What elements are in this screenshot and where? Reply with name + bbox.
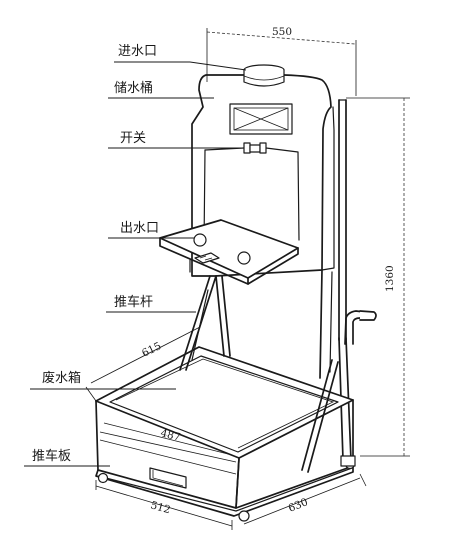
outlet-shelf	[159, 219, 299, 285]
dim-512: 512	[95, 480, 233, 530]
label-water-outlet: 出水口	[120, 221, 159, 236]
callout-push-board: 推车板	[24, 448, 110, 467]
label-water-tank: 储水桶	[114, 81, 153, 96]
callout-water-outlet: 出水口	[108, 221, 194, 239]
dim-label-1360: 1360	[384, 265, 396, 292]
callout-waste-box: 废水箱	[30, 370, 176, 390]
label-switch: 开关	[120, 131, 146, 146]
wheels	[97, 455, 356, 522]
tank-window	[229, 103, 293, 135]
push-handle	[338, 99, 377, 461]
waste-box-lid-inner	[109, 355, 339, 453]
dim-label-550: 550	[272, 26, 292, 38]
waste-box-side	[235, 399, 354, 509]
dim-label-487: 487	[159, 427, 181, 443]
callout-switch: 开关	[108, 131, 244, 149]
dim-1360: 1360	[346, 97, 410, 457]
dim-487: 487	[103, 422, 233, 456]
tank-back-plate	[191, 74, 332, 277]
dim-label-615: 615	[140, 340, 163, 360]
waste-box-rim	[115, 358, 335, 449]
label-push-board: 推车板	[32, 448, 71, 464]
water-inlet-cap	[243, 64, 285, 87]
label-waste-box: 废水箱	[42, 370, 81, 386]
push-board-slot	[149, 467, 187, 489]
callout-water-tank: 储水桶	[108, 81, 214, 99]
dim-550: 550	[206, 26, 357, 96]
dim-label-630: 630	[287, 496, 310, 515]
dim-label-512: 512	[149, 499, 172, 516]
label-push-rod: 推车杆	[114, 294, 153, 310]
label-water-inlet: 进水口	[118, 44, 157, 59]
callout-push-rod: 推车杆	[106, 294, 196, 313]
tank-back-plate-edge	[321, 106, 335, 271]
base-frame	[95, 465, 354, 517]
callout-water-inlet: 进水口	[114, 44, 247, 71]
